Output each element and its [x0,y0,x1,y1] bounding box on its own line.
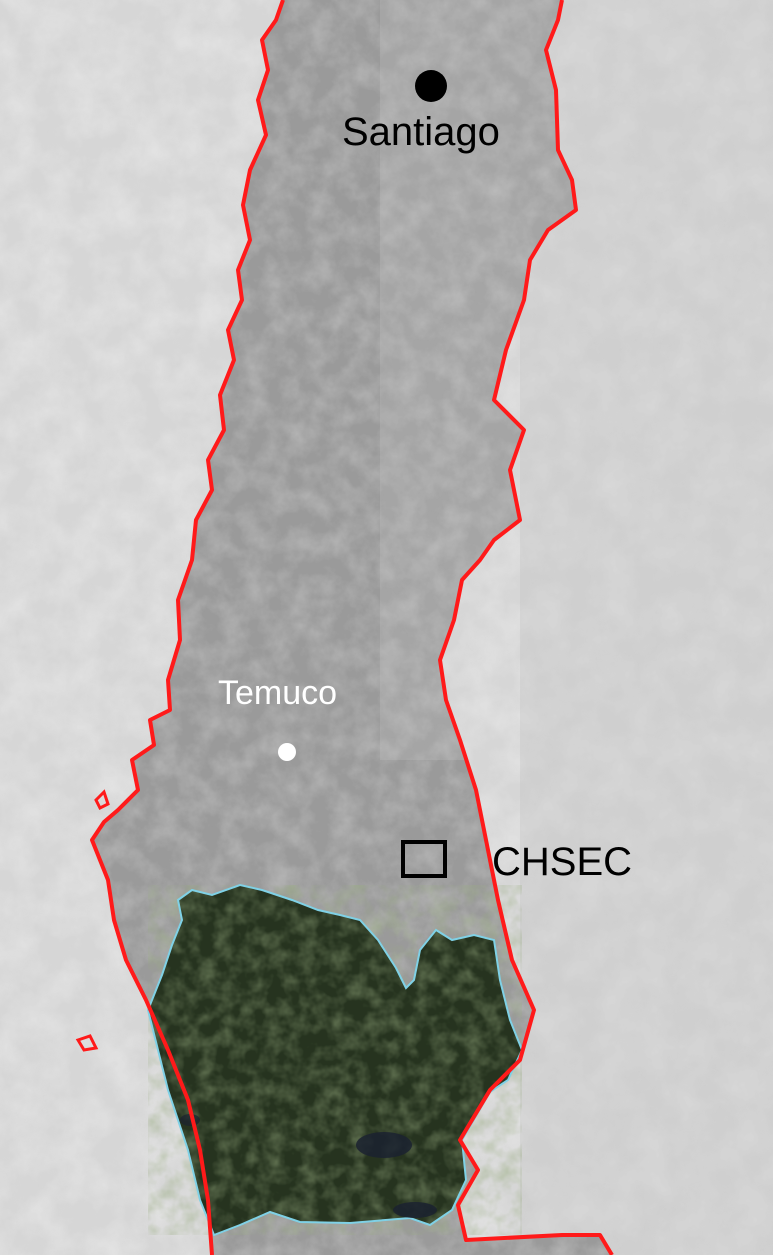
lake [393,1202,437,1218]
araucania-region[interactable] [146,883,524,1237]
santiago-marker[interactable] [415,70,447,102]
temuco-marker[interactable] [278,743,296,761]
santiago-label: Santiago [342,110,500,154]
chsec-label: CHSEC [492,840,633,884]
chsec-study-area-box[interactable] [401,840,447,878]
chile-boundary-line [90,0,614,1255]
island-outline [94,789,110,811]
lake [356,1132,412,1158]
island-outline [75,1034,99,1052]
temuco-label: Temuco [218,674,338,712]
